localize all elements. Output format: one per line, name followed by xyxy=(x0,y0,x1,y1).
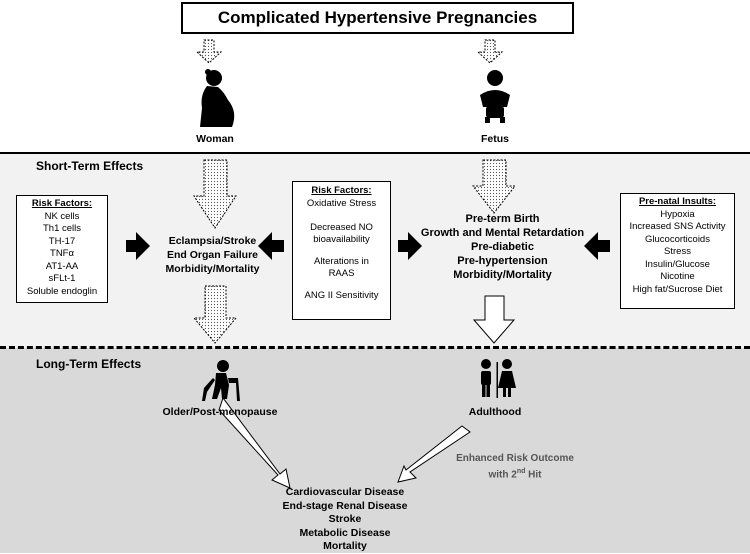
long-term-band xyxy=(0,348,750,553)
baby-icon xyxy=(480,70,510,123)
enhanced-risk-line2: with 2nd Hit xyxy=(488,468,542,481)
long-term-outcomes: Cardiovascular Disease End-stage Renal D… xyxy=(265,486,425,554)
fetal-effect-item: Pre-term Birth xyxy=(465,213,540,225)
maternal-effect-item: Eclampsia/Stroke xyxy=(168,235,257,247)
outcome-item: Mortality xyxy=(323,540,367,552)
risk-factors-center-header: Risk Factors: xyxy=(311,185,372,196)
adulthood-label: Adulthood xyxy=(468,406,522,418)
enhanced-risk-line1: Enhanced Risk Outcome xyxy=(456,453,574,464)
maternal-effect-item: Morbidity/Mortality xyxy=(165,263,260,275)
prenatal-insult-item: Stress xyxy=(664,246,691,257)
prenatal-insult-item: Glucocorticoids xyxy=(645,233,710,245)
risk-factor-item: Th1 cells xyxy=(42,223,81,234)
outcome-item: Cardiovascular Disease xyxy=(285,486,405,498)
pregnant-woman-icon xyxy=(200,69,235,127)
risk-factor-item: ANG II Sensitivity xyxy=(304,290,379,301)
arrow-rf-center-to-fetal xyxy=(398,232,422,260)
arrow-adult-to-outcome xyxy=(397,425,471,483)
prenatal-insult-item: High fat/Sucrose Diet xyxy=(632,283,723,295)
risk-factor-item: Soluble endoglin xyxy=(26,285,98,297)
diagram-title: Complicated Hypertensive Pregnancies xyxy=(181,2,574,34)
arrow-fetal-longterm xyxy=(472,295,516,344)
section-divider xyxy=(0,346,750,349)
elderly-walker-icon xyxy=(202,360,240,401)
arrow-older-to-outcome xyxy=(218,396,291,489)
woman-label: Woman xyxy=(196,133,234,145)
risk-factor-item: Decreased NO bioavailability xyxy=(310,222,373,245)
risk-factor-item: TNFα xyxy=(50,248,74,259)
prenatal-insult-item: Increased SNS Activity xyxy=(629,221,726,232)
dotted-arrow-fetal-effects xyxy=(471,159,517,214)
risk-factors-center-box: Risk Factors: Oxidative Stress Decreased… xyxy=(292,181,391,320)
prenatal-insult-item: Nicotine xyxy=(660,271,695,282)
prenatal-insult-item: Insulin/Glucose xyxy=(645,258,710,270)
short-term-title: Short-Term Effects xyxy=(36,159,144,173)
fetal-effects: Pre-term Birth Growth and Mental Retarda… xyxy=(410,212,595,282)
man-woman-icon xyxy=(481,359,516,398)
arrow-insults-to-fetal xyxy=(584,232,610,260)
fetal-effect-item: Growth and Mental Retardation xyxy=(420,227,585,239)
older-post-menopause-label: Older/Post-menopause xyxy=(162,406,278,418)
dotted-arrow-maternal-longterm xyxy=(192,285,238,344)
long-term-title: Long-Term Effects xyxy=(36,357,142,371)
risk-factor-item: Oxidative Stress xyxy=(306,198,377,209)
dotted-arrow-maternal-effects xyxy=(193,159,237,229)
prenatal-insults-box: Pre-natal Insults: Hypoxia Increased SNS… xyxy=(620,193,735,309)
outcome-item: Stroke xyxy=(328,513,362,525)
risk-factor-item: sFLt-1 xyxy=(48,273,76,284)
outcome-item: End-stage Renal Disease xyxy=(282,499,408,512)
arrow-rf-left-to-maternal xyxy=(126,232,150,260)
enhanced-risk-note: Enhanced Risk Outcome with 2nd Hit xyxy=(445,452,585,481)
risk-factors-left-box: Risk Factors: NK cells Th1 cells TH-17 T… xyxy=(16,195,108,303)
maternal-effect-item: End Organ Failure xyxy=(166,249,258,261)
risk-factors-left-header: Risk Factors: xyxy=(31,198,93,209)
risk-factor-item: AT1-AA xyxy=(45,260,79,272)
outcome-item: Metabolic Disease xyxy=(299,526,391,539)
fetus-label: Fetus xyxy=(480,133,509,145)
arrow-rf-center-to-maternal xyxy=(258,232,284,260)
dotted-arrow-to-woman xyxy=(195,39,223,64)
dotted-arrow-to-fetus xyxy=(476,39,504,64)
risk-factor-item: Alterations in RAAS xyxy=(314,256,369,279)
risk-factor-item: TH-17 xyxy=(48,235,76,247)
fetal-effect-item: Morbidity/Mortality xyxy=(453,269,552,281)
maternal-effects: Eclampsia/Stroke End Organ Failure Morbi… xyxy=(140,234,285,276)
risk-factor-item: NK cells xyxy=(44,210,80,222)
fetal-effect-item: Pre-hypertension xyxy=(457,255,548,267)
prenatal-insults-header: Pre-natal Insults: xyxy=(638,196,717,207)
prenatal-insult-item: Hypoxia xyxy=(660,208,695,220)
fetal-effect-item: Pre-diabetic xyxy=(471,241,534,253)
